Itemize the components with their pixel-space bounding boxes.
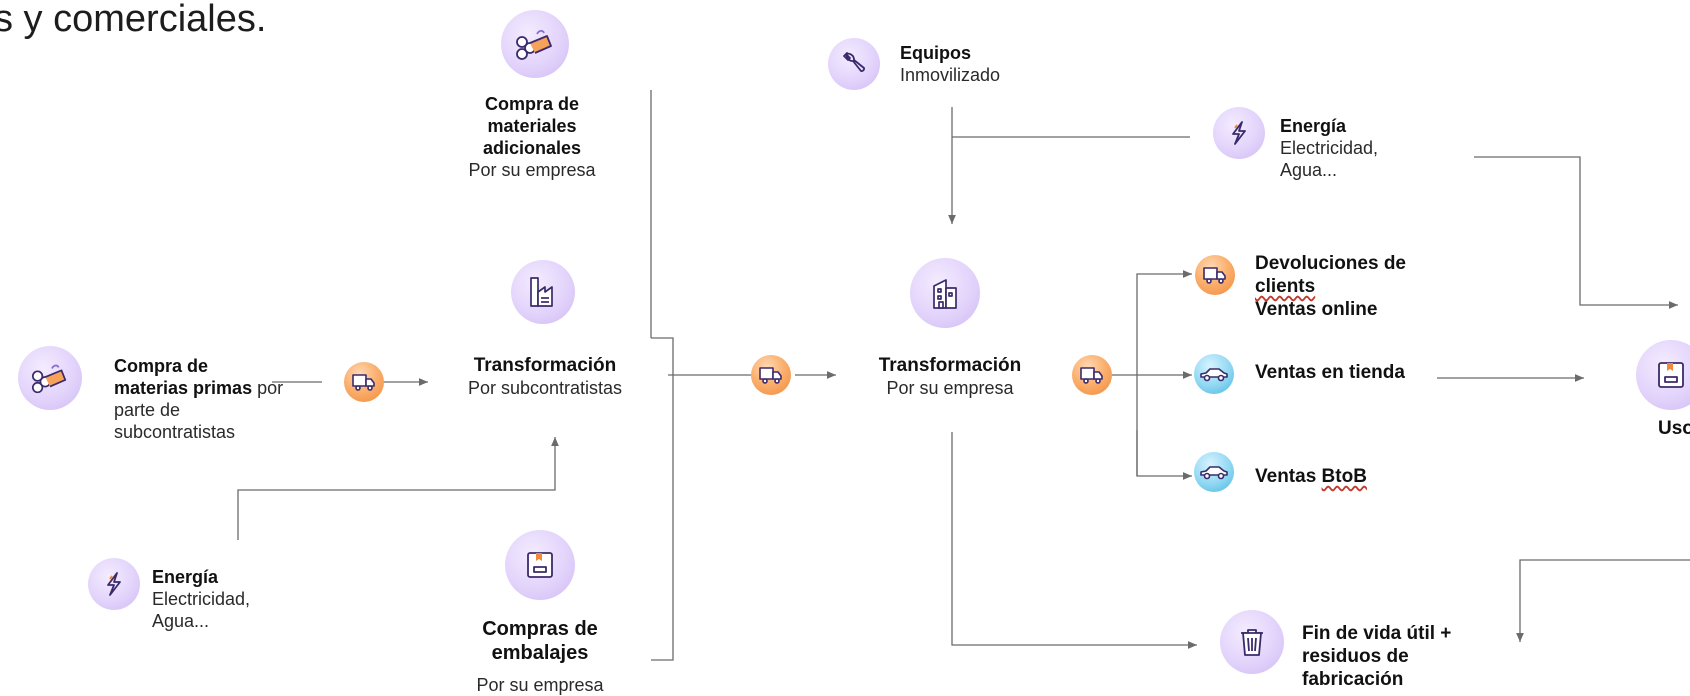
ventas-tienda-label: Ventas en tienda	[1255, 362, 1475, 384]
building-icon	[910, 258, 980, 328]
transformacion-emp-label: Transformación Por su empresa	[855, 355, 1045, 399]
materias-primas-line1: Compra de	[114, 356, 209, 376]
equipos-label: Equipos Inmovilizado	[900, 42, 1100, 86]
equipos-title: Equipos	[900, 43, 971, 63]
truck-icon	[751, 355, 791, 395]
car-icon	[1194, 452, 1234, 492]
ventas-btob-prefix: Ventas	[1255, 466, 1322, 487]
embalajes-line2: embalajes	[491, 642, 589, 664]
fin-vida-line1: Fin de vida útil +	[1302, 623, 1452, 644]
wrench-icon	[828, 38, 880, 90]
ventas-btob-underlined: BtoB	[1321, 466, 1367, 487]
compra-materiales-line2: materiales	[487, 116, 577, 136]
embalajes-subtitle: Por su empresa	[476, 675, 604, 695]
fin-vida-line3: fabricación	[1302, 669, 1404, 690]
logs-icon	[18, 346, 82, 410]
energia-bottom-title: Energía	[152, 567, 219, 587]
compra-materiales-label: Compra de materiales adicionales Por su …	[442, 93, 622, 181]
energia-top-line1: Electricidad,	[1280, 138, 1379, 158]
transformacion-emp-subtitle: Por su empresa	[886, 378, 1014, 398]
energia-bottom-line1: Electricidad,	[152, 589, 251, 609]
lightning-icon	[1213, 107, 1265, 159]
transformacion-sub-title: Transformación	[473, 355, 617, 376]
transformacion-emp-title: Transformación	[878, 355, 1022, 376]
logs-icon	[501, 10, 569, 78]
devoluciones-line2: clients	[1255, 276, 1316, 297]
materias-primas-label: Compra de materias primas por parte de s…	[114, 355, 344, 443]
uso-title: Uso	[1658, 418, 1690, 439]
embalajes-label: Compras de embalajes	[440, 617, 640, 665]
ventas-tienda-title: Ventas en tienda	[1255, 362, 1405, 383]
truck-icon	[1072, 355, 1112, 395]
energia-bottom-line2: Agua...	[152, 611, 210, 631]
devoluciones-label: Devoluciones de clients Ventas online	[1255, 252, 1515, 321]
materias-primas-line4: subcontratistas	[114, 422, 236, 442]
energia-top-line2: Agua...	[1280, 160, 1338, 180]
lightning-icon	[88, 558, 140, 610]
materias-primas-line3: parte de	[114, 400, 181, 420]
devoluciones-line3: Ventas online	[1255, 299, 1378, 320]
energia-bottom-label: Energía Electricidad, Agua...	[152, 566, 332, 632]
package-icon	[505, 530, 575, 600]
embalajes-line1: Compras de	[482, 618, 598, 640]
car-icon	[1194, 354, 1234, 394]
materias-primas-bold: materias primas	[114, 378, 253, 398]
equipos-subtitle: Inmovilizado	[900, 65, 1001, 85]
factory-icon	[511, 260, 575, 324]
trash-icon	[1220, 610, 1284, 674]
materias-primas-rest: por	[252, 378, 284, 398]
package-icon	[1636, 340, 1690, 410]
truck-icon	[1195, 255, 1235, 295]
fin-vida-label: Fin de vida útil + residuos de fabricaci…	[1302, 622, 1542, 691]
truck-icon	[344, 362, 384, 402]
compra-materiales-line3: adicionales	[482, 138, 582, 158]
energia-top-title: Energía	[1280, 116, 1347, 136]
devoluciones-line1: Devoluciones de	[1255, 253, 1406, 274]
uso-label: Uso	[1658, 418, 1690, 440]
ventas-btob-label: Ventas BtoB	[1255, 466, 1475, 488]
compra-materiales-line1: Compra de	[484, 94, 580, 114]
transformacion-sub-subtitle: Por subcontratistas	[467, 378, 623, 398]
fin-vida-line2: residuos de	[1302, 646, 1409, 667]
energia-top-label: Energía Electricidad, Agua...	[1280, 115, 1470, 181]
transformacion-sub-label: Transformación Por subcontratistas	[450, 355, 640, 399]
header-fragment: s y comerciales.	[0, 0, 267, 40]
compra-materiales-subtitle: Por su empresa	[468, 160, 596, 180]
